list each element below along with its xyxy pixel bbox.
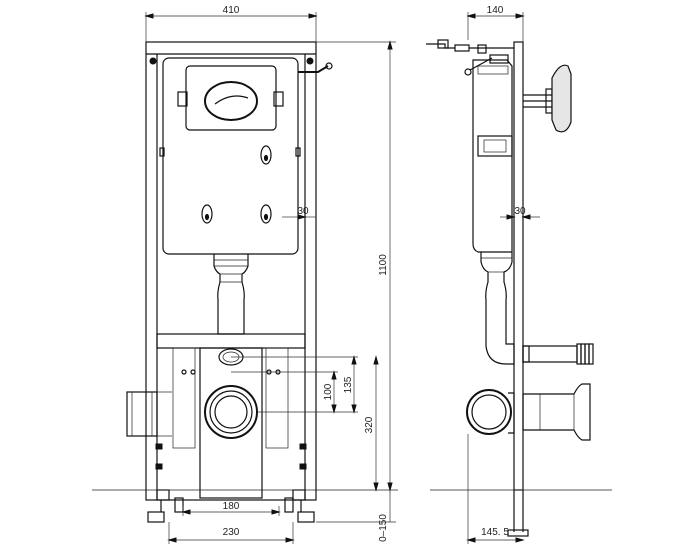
- dim-320: 320: [364, 416, 375, 433]
- keyhole-icon: [201, 204, 213, 224]
- waste-outlet: [204, 385, 258, 439]
- flush-plate-side: [551, 64, 572, 133]
- dim-230: 230: [223, 527, 240, 538]
- dim-135: 135: [343, 376, 354, 393]
- dim-145-5: 145. 5: [481, 527, 509, 538]
- foot-right: [297, 511, 315, 523]
- outlet-bend-side: [466, 389, 512, 435]
- dim-30-side: 30: [514, 206, 526, 217]
- front-frame-outline: [145, 41, 317, 501]
- keyhole-icon: [260, 204, 272, 224]
- bolt-icon: [306, 57, 314, 65]
- inlet-pipe: [522, 345, 578, 363]
- dim-180: 180: [223, 501, 240, 512]
- flush-button-icon: [204, 81, 258, 121]
- foot-left: [147, 511, 165, 523]
- crossbar: [156, 333, 306, 349]
- keyhole-icon: [260, 145, 272, 165]
- front-view: 30 100 135: [92, 5, 398, 544]
- dim-0-150: 0–150: [378, 514, 389, 542]
- waste-stub: [126, 391, 158, 437]
- dim-140: 140: [487, 5, 504, 16]
- outlet-pipe-side: [522, 383, 591, 441]
- flush-plate-recess: [185, 65, 277, 131]
- dim-410: 410: [223, 5, 240, 16]
- cistern-body: [162, 57, 299, 255]
- side-view: 30 140 145. 5: [426, 5, 612, 544]
- outlet-mount-plate: [199, 347, 263, 499]
- flush-pipe-side: [480, 252, 515, 365]
- cistern-side: [472, 59, 513, 253]
- bolt-icon: [149, 57, 157, 65]
- dim-1100: 1100: [378, 254, 389, 276]
- side-frame-post: [513, 41, 524, 491]
- lever-rod: [298, 65, 329, 73]
- dim-30-front: 30: [297, 206, 309, 217]
- dim-100: 100: [323, 383, 334, 400]
